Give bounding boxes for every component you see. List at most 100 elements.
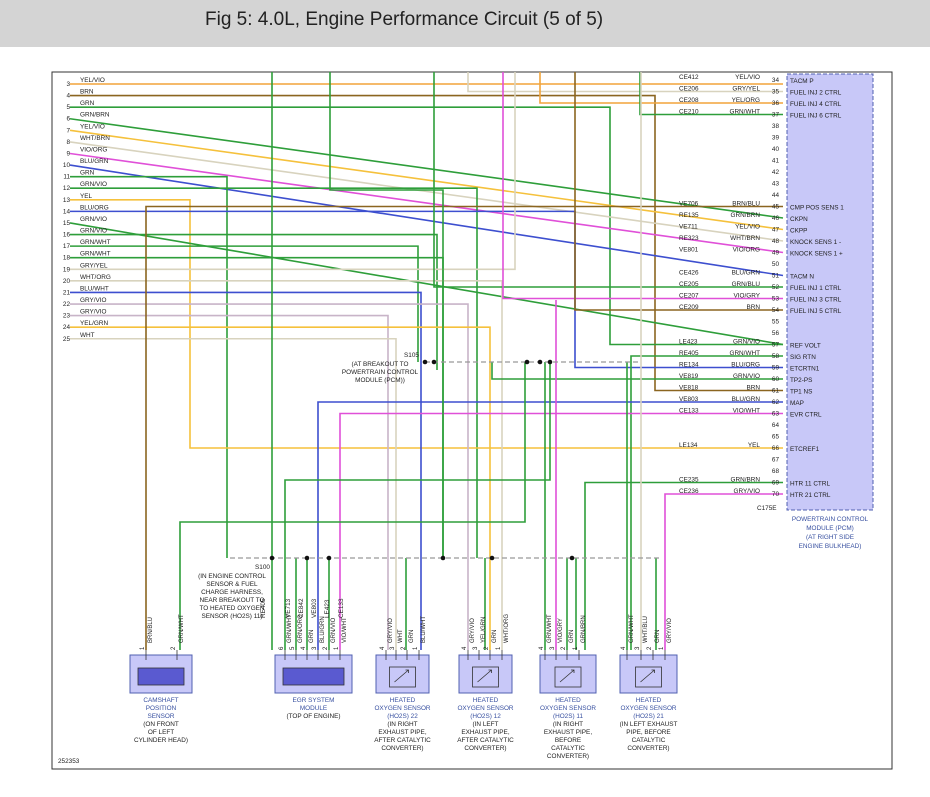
pcm-module xyxy=(786,73,874,511)
pin-number: 2 xyxy=(561,646,567,650)
pcm-pin-number: 57 xyxy=(772,342,780,349)
pcm-pin-number: 59 xyxy=(772,365,780,372)
pcm-label: (AT RIGHT SIDE xyxy=(806,534,854,541)
pin-wire-color: YEL/GRN xyxy=(481,617,487,643)
wire-21 xyxy=(70,291,422,650)
splice-dot-0 xyxy=(269,555,275,561)
pcm-wire-color: VIO/GRY xyxy=(733,293,760,300)
pcm-wire-color: GRN/WHT xyxy=(729,109,760,116)
component-location: EXHAUST PIPE, xyxy=(461,729,509,736)
pcm-wire-color: BLU/ORG xyxy=(731,362,760,369)
wire-9 xyxy=(69,152,784,254)
pcm-circuit-id: CE133 xyxy=(679,408,699,415)
splice-s100-desc: NEAR BREAKOUT TO xyxy=(200,597,265,604)
pcm-circuit-id: LE134 xyxy=(679,442,698,449)
pcm-pin-name: TACM P xyxy=(790,78,814,85)
pcm-circuit-id: RE134 xyxy=(679,362,699,369)
pcm-circuit-id: CE208 xyxy=(679,97,699,104)
wire-23 xyxy=(70,314,389,650)
component-location: (ON FRONT xyxy=(143,721,179,728)
pin-number: 2 xyxy=(647,646,653,650)
wire-branch-14 xyxy=(329,72,444,558)
pin-number: 3 xyxy=(635,646,641,650)
pcm-wire-color: BLU/GRN xyxy=(732,396,761,403)
pcm-pin-number: 47 xyxy=(772,227,780,234)
pcm-pin-number: 43 xyxy=(772,181,780,188)
wire-25 xyxy=(70,337,397,650)
splice-dot-1 xyxy=(304,555,310,561)
component-location: AFTER CATALYTIC xyxy=(457,737,514,744)
component-location: CONVERTER) xyxy=(381,745,423,752)
wire-number: 8 xyxy=(66,139,70,146)
egr-circuit-id: RE405 xyxy=(260,598,267,618)
component-ho2s21: 4GRN/WHT3WHT/BLU2GRN1GRY/VIOHEATEDOXYGEN… xyxy=(619,614,678,752)
pin-number: 2 xyxy=(323,646,329,650)
wire-number: 24 xyxy=(63,324,71,331)
pcm-pin-number: 53 xyxy=(772,296,780,303)
pcm-pin-name: MAP xyxy=(790,400,804,407)
wire-number: 11 xyxy=(63,174,70,181)
wire-number: 5 xyxy=(66,104,70,111)
wire-color-label: GRY/YEL xyxy=(80,262,108,269)
pcm-pin-name: CMP POS SENS 1 xyxy=(790,205,844,212)
wire-color-label: YEL/GRN xyxy=(80,320,108,327)
wire-color-label: VIO/ORG xyxy=(80,146,107,153)
wire-branch-3 xyxy=(145,205,783,650)
sensor-element xyxy=(554,666,582,688)
egr-circuit-id: VE803 xyxy=(311,598,318,618)
splice-dot-5 xyxy=(569,555,575,561)
wire-number: 6 xyxy=(66,116,70,123)
pcm-pin-number: 36 xyxy=(772,100,780,107)
pcm-pin-number: 60 xyxy=(772,376,780,383)
splice-dot-3 xyxy=(440,555,446,561)
pin-number: 5 xyxy=(290,646,296,650)
sensor-arrow xyxy=(640,669,655,683)
pcm-pin-name: HTR 11 CTRL xyxy=(790,481,830,488)
pcm-circuit-id: CE210 xyxy=(679,109,699,116)
pcm-circuit-id: RE135 xyxy=(679,212,699,219)
pin-wire-color: VIO/GRY xyxy=(558,618,564,643)
wire-22 xyxy=(70,303,469,650)
wire-color-label: GRN/VIO xyxy=(80,181,107,188)
figure-id: 252353 xyxy=(58,758,80,765)
pcm-label: POWERTRAIN CONTROL xyxy=(792,516,869,523)
component-label: OXYGEN SENSOR xyxy=(457,705,513,712)
pcm-pin-name: FUEL INJ 1 CTRL xyxy=(790,285,842,292)
pcm-pin-number: 63 xyxy=(772,411,780,418)
component-connector xyxy=(137,667,185,686)
wire-color-label: WHT xyxy=(80,332,95,339)
pin-number: 2 xyxy=(171,646,177,650)
pcm-circuit-id: VE706 xyxy=(679,201,699,208)
pin-wire-color: GRN xyxy=(655,630,661,643)
wire-number: 7 xyxy=(66,127,70,134)
pcm-pin-name: FUEL INJ 2 CTRL xyxy=(790,90,842,97)
pcm-pin-number: 39 xyxy=(772,135,780,142)
component-location: AFTER CATALYTIC xyxy=(374,737,431,744)
pcm-pin-name: TP1 NS xyxy=(790,389,812,396)
wire-11 xyxy=(70,175,228,558)
pcm-pin-number: 44 xyxy=(772,192,780,199)
pcm-wire-color: GRY/YEL xyxy=(732,86,760,93)
wire-number: 22 xyxy=(63,301,71,308)
pcm-pin-name: REF VOLT xyxy=(790,343,821,350)
wire-number: 14 xyxy=(63,208,71,215)
pcm-wire-color: GRN/BRN xyxy=(731,477,761,484)
pcm-pin-name: FUEL INJ 3 CTRL xyxy=(790,297,842,304)
wire-number: 16 xyxy=(63,232,71,239)
splice-s100-desc: SENSOR (HO2S) 11) xyxy=(202,613,263,620)
wire-number: 13 xyxy=(63,197,71,204)
pcm-circuit-id: VE819 xyxy=(679,373,699,380)
component-location: EXHAUST PIPE, xyxy=(378,729,426,736)
pcm-pin-number: 69 xyxy=(772,480,780,487)
wire-5 xyxy=(70,106,783,346)
pcm-pin-name: FUEL INJ 4 CTRL xyxy=(790,101,842,108)
wire-12 xyxy=(70,187,478,558)
pin-number: 4 xyxy=(621,646,627,650)
component-label: OXYGEN SENSOR xyxy=(540,705,596,712)
wire-color-label: BLU/WHT xyxy=(80,285,109,292)
pin-wire-color: BRN/BLU xyxy=(148,617,154,643)
splice-s100-desc: TO HEATED OXYGEN xyxy=(199,605,264,612)
pin-number: 3 xyxy=(473,646,479,650)
pcm-circuit-id: VE803 xyxy=(679,396,699,403)
